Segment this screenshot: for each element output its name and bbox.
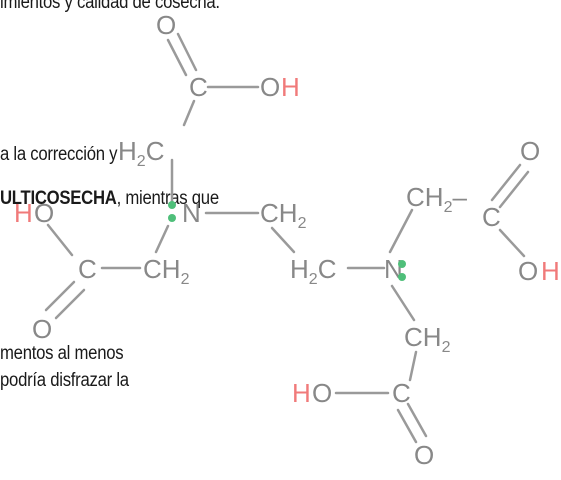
bond-o-c-top-b bbox=[176, 32, 198, 72]
atom-ho-left-o: O bbox=[34, 198, 54, 228]
atom-ho-bot-h: H bbox=[292, 378, 311, 408]
atom-c-left: C bbox=[78, 254, 97, 284]
bond-n-right-ch2-top bbox=[388, 208, 414, 254]
atom-ch2-mid: CH2 bbox=[260, 198, 307, 232]
bond-c-o-left-a bbox=[44, 280, 76, 312]
atom-c-top: C bbox=[189, 72, 208, 102]
lone-pair-dot-n-right-1 bbox=[398, 260, 406, 268]
bond-c-h2c-top bbox=[182, 99, 196, 127]
bond-ch2-mid-h2c bbox=[270, 226, 296, 254]
atom-oh-right-o: O bbox=[518, 256, 538, 286]
atom-labels: O C O H H2C N CH2 H O C CH2 O H2C N CH2–… bbox=[14, 10, 560, 470]
text-bold-multicosecha: ULTICOSECHA bbox=[0, 188, 117, 209]
atom-o-left-bottom: O bbox=[32, 314, 52, 344]
atom-ch2-left: CH2 bbox=[143, 254, 190, 288]
bond-c-o-left-b bbox=[54, 288, 86, 320]
lone-pair-dot-n-left-2 bbox=[168, 214, 176, 222]
atom-oh-top-h: H bbox=[281, 72, 300, 102]
atom-ho-left-h: H bbox=[14, 198, 33, 228]
bond-ch2-left-n bbox=[154, 224, 170, 254]
atom-h2c-top: H2C bbox=[118, 136, 164, 170]
atom-o-right-top: O bbox=[520, 136, 540, 166]
bond-n-right-ch2-bot bbox=[390, 284, 416, 322]
atom-c-right: C bbox=[482, 202, 501, 232]
lone-pair-dot-n-right-2 bbox=[398, 273, 406, 281]
atom-ho-bot-o: O bbox=[312, 378, 332, 408]
text-line-2: a la corrección y bbox=[0, 144, 118, 165]
atom-oh-top-o: O bbox=[260, 72, 280, 102]
atom-o-bot: O bbox=[414, 440, 434, 470]
text-line-5: podría disfrazar la bbox=[0, 370, 129, 391]
lone-pairs bbox=[168, 201, 406, 281]
text-line-4: mentos al menos bbox=[0, 343, 124, 364]
atom-n-left: N bbox=[182, 198, 201, 228]
bond-o-c-top-a bbox=[166, 38, 188, 77]
text-line-3-rest: , mientras que bbox=[116, 188, 220, 209]
text-line-1: imientos y calidad de cosecha. bbox=[0, 0, 220, 13]
bond-ch2-bot-c bbox=[408, 350, 418, 382]
atom-c-bot: C bbox=[392, 378, 411, 408]
text-line-3: ULTICOSECHA, mientras que bbox=[0, 188, 219, 210]
bonds bbox=[44, 32, 530, 444]
atom-ch2-right-bot: CH2 bbox=[404, 322, 451, 356]
atom-ch2-right-top: CH2– bbox=[406, 182, 467, 216]
bond-c-o-bot-b bbox=[406, 402, 428, 438]
bond-c-right-o-b bbox=[498, 170, 530, 209]
atom-h2c-mid: H2C bbox=[290, 254, 336, 288]
bond-c-right-o-a bbox=[490, 163, 522, 202]
bond-ho-c-left bbox=[46, 223, 74, 257]
atom-o-top: O bbox=[156, 10, 176, 40]
atom-oh-right-h: H bbox=[541, 256, 560, 286]
bond-c-right-oh bbox=[498, 228, 526, 258]
lone-pair-dot-n-left-1 bbox=[168, 201, 176, 209]
bond-c-o-bot-a bbox=[396, 408, 418, 444]
